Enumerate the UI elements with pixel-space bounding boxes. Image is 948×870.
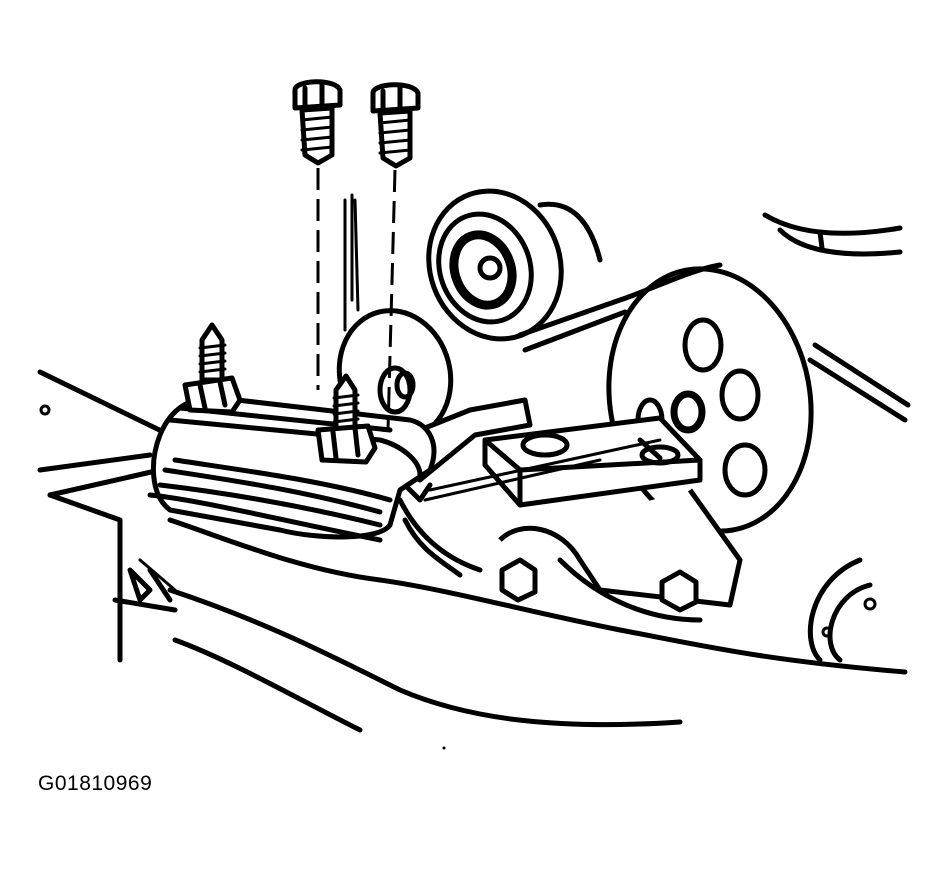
frame-rail: [37, 369, 183, 663]
left-bolt: [292, 79, 343, 166]
figure-id-label: G01810969: [38, 772, 153, 795]
lower-right-pulley: [807, 557, 877, 663]
idler-pulley: [426, 188, 603, 342]
engine-housing: [762, 212, 911, 423]
bolt-alignment-lines: [316, 168, 662, 502]
cross-member: [138, 517, 908, 733]
frame-nut-right: [659, 569, 699, 613]
left-mount-stud: [182, 322, 243, 415]
right-bolt: [370, 82, 421, 169]
drive-belt: [517, 262, 723, 623]
frame-nut-left: [499, 557, 538, 603]
right-mount-stud: [315, 373, 378, 465]
